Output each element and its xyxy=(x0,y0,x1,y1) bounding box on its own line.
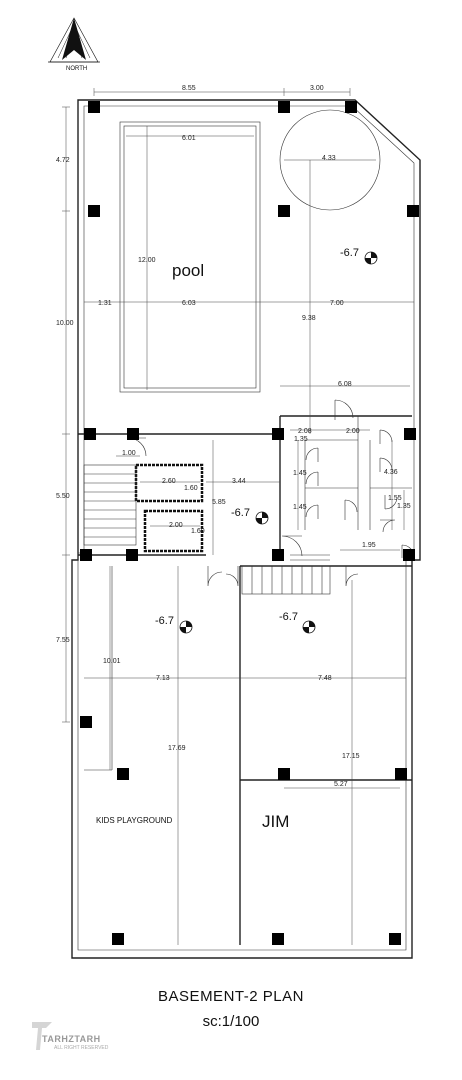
plan-title: BASEMENT-2 PLAN xyxy=(158,988,304,1005)
plan-scale: sc:1/100 xyxy=(202,1013,260,1030)
dim-label: 17.15 xyxy=(342,753,360,760)
dimension-lines xyxy=(62,88,414,945)
interior-walls xyxy=(78,415,412,945)
dim-label: 1.60 xyxy=(184,485,198,492)
dimension-labels: 8.55 3.00 4.72 10.00 5.50 7.55 6.01 12.0… xyxy=(56,85,411,788)
dim-label: 5.27 xyxy=(334,781,348,788)
dim-label: 4.72 xyxy=(56,157,70,164)
dim-label: 5.50 xyxy=(56,493,70,500)
watermark-subtext: ALL RIGHT RESERVED xyxy=(54,1045,109,1051)
dim-label: 7.48 xyxy=(318,675,332,682)
columns xyxy=(80,101,419,945)
dim-label: 7.13 xyxy=(156,675,170,682)
dim-label: 1.55 xyxy=(388,495,402,502)
dim-label: 1.00 xyxy=(122,450,136,457)
dim-label: 1.60 xyxy=(191,528,205,535)
round-feature xyxy=(279,109,381,211)
room-label-gym: JIM xyxy=(262,812,289,831)
dim-label: 6.01 xyxy=(182,135,196,142)
dim-label: 3.00 xyxy=(310,85,324,92)
room-label-kids-playground: KIDS PLAYGROUND xyxy=(96,816,173,825)
level-label: -6.7 xyxy=(340,247,359,259)
north-label: NORTH xyxy=(66,66,88,72)
room-label-pool: pool xyxy=(172,261,204,280)
dim-label: 1.45 xyxy=(293,504,307,511)
watermark-logo-icon xyxy=(32,1022,52,1050)
dim-label: 1.95 xyxy=(362,542,376,549)
stairs-center xyxy=(241,554,331,595)
dim-label: 2.08 xyxy=(298,428,312,435)
watermark-brand: TARHZTARH xyxy=(42,1034,101,1044)
level-label: -6.7 xyxy=(155,615,174,627)
dim-label: 10.01 xyxy=(103,658,121,665)
north-arrow-icon xyxy=(48,17,100,63)
dim-label: 2.00 xyxy=(346,428,360,435)
dim-label: 9.38 xyxy=(302,315,316,322)
dim-label: 4.36 xyxy=(384,469,398,476)
level-label: -6.7 xyxy=(279,611,298,623)
dim-label: 1.35 xyxy=(294,436,308,443)
doors xyxy=(127,399,415,587)
dim-label: 5.85 xyxy=(212,499,226,506)
dim-label: 7.55 xyxy=(56,637,70,644)
stairs-left xyxy=(83,464,137,546)
dim-label: 4.33 xyxy=(322,155,336,162)
dim-label: 8.55 xyxy=(182,85,196,92)
dim-label: 6.03 xyxy=(182,300,196,307)
dim-label: 7.00 xyxy=(330,300,344,307)
dim-label: 1.45 xyxy=(293,470,307,477)
dim-label: 2.00 xyxy=(169,522,183,529)
dim-label: 10.00 xyxy=(56,320,74,327)
level-label: -6.7 xyxy=(231,507,250,519)
dim-label: 12.00 xyxy=(138,257,156,264)
dim-label: 1.35 xyxy=(397,503,411,510)
pool-basin xyxy=(119,121,261,393)
dim-label: 6.08 xyxy=(338,381,352,388)
dim-label: 1.31 xyxy=(98,300,112,307)
dim-label: 2.60 xyxy=(162,478,176,485)
dim-label: 17.69 xyxy=(168,745,186,752)
dim-label: 3.44 xyxy=(232,478,246,485)
level-marker-icon xyxy=(179,251,378,634)
